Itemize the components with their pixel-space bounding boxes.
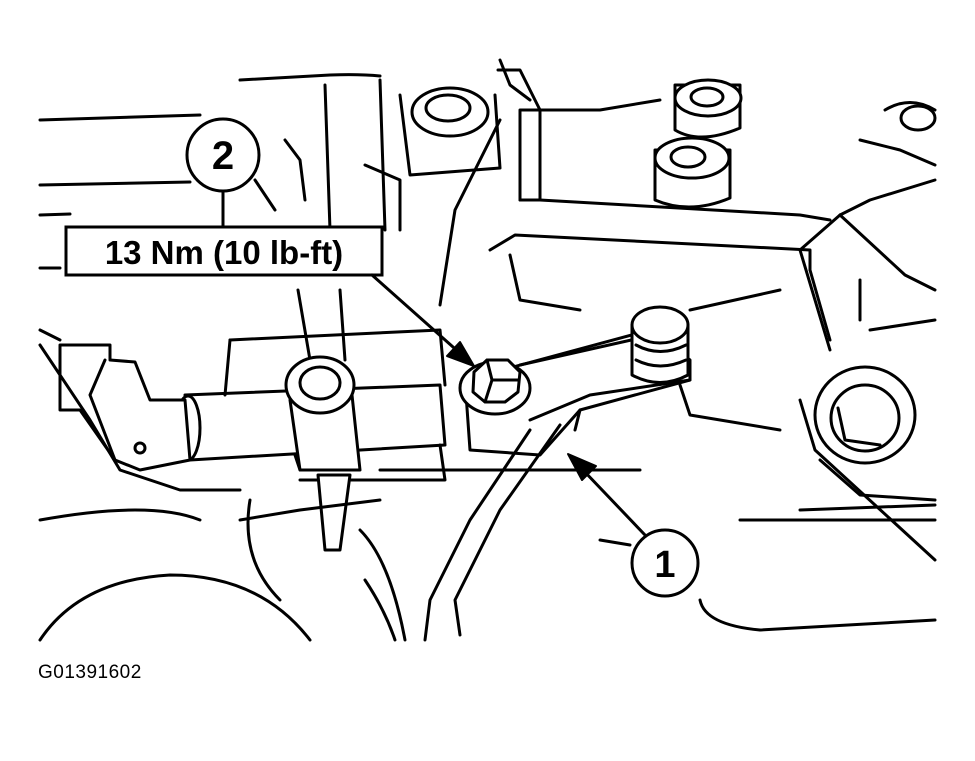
shift-lever [284,288,362,552]
lever-housing [488,233,832,432]
selector-arm [463,305,692,457]
torque-spec-box: 13 Nm (10 lb-ft) [64,225,384,277]
left-bracket [38,328,242,492]
figure-id: G01391602 [38,662,142,683]
callout-2-number: 2 [212,134,234,178]
torque-leader-arrow [370,273,475,367]
background-strokes [38,73,402,270]
upper-housing [398,58,832,307]
callout-2: 2 [185,117,261,229]
right-casting [798,101,937,562]
mounting-studs [653,78,743,209]
callout-1-number: 1 [654,544,675,586]
lower-housing [38,423,937,642]
torque-spec-label: 13 Nm (10 lb-ft) [105,234,343,271]
callout-1: 1 [567,453,700,598]
hex-bolt [458,358,532,416]
